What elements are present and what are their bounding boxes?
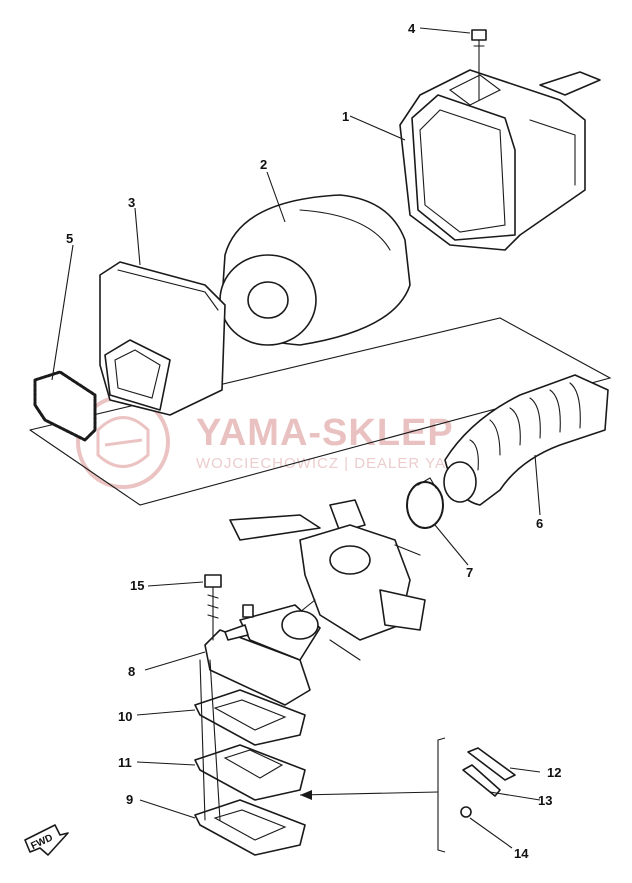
callout-13: 13: [538, 793, 552, 808]
callout-1: 1: [342, 109, 349, 124]
callout-7: 7: [466, 565, 473, 580]
callout-6: 6: [536, 516, 543, 531]
callout-14: 14: [514, 846, 529, 861]
callout-10: 10: [118, 709, 132, 724]
carburetor[interactable]: [229, 499, 426, 661]
forward-arrow: FWD: [24, 824, 69, 856]
reed-stopper[interactable]: [462, 764, 501, 797]
detail-bracket: [437, 737, 446, 853]
filter-case[interactable]: [399, 69, 601, 251]
watermark-title: YAMA-SKLEP: [196, 412, 454, 454]
assembly-plane-outline: [29, 317, 612, 506]
watermark: YAMA-SKLEP WOJCIECHOWICZ | DEALER YAMAHA: [76, 395, 493, 489]
reed-detail: [299, 737, 516, 853]
callout-2: 2: [260, 157, 267, 172]
intake-hose[interactable]: [443, 374, 609, 506]
callout-12: 12: [547, 765, 561, 780]
seal-ring[interactable]: [33, 370, 97, 442]
watermark-logo-helmet: [96, 416, 150, 468]
bolt-axis-right: [209, 659, 221, 821]
reed-plate[interactable]: [467, 747, 516, 781]
callout-8: 8: [128, 664, 135, 679]
reed-screw[interactable]: [460, 806, 472, 818]
intake-manifold[interactable]: [204, 604, 321, 706]
callout-5: 5: [66, 231, 73, 246]
manifold-bolt[interactable]: [204, 574, 222, 641]
filter-element[interactable]: [219, 194, 411, 346]
reed-spacer[interactable]: [194, 744, 306, 801]
hose-clamp[interactable]: [406, 477, 444, 529]
gasket-upper[interactable]: [194, 689, 306, 746]
filter-cap[interactable]: [99, 261, 226, 416]
callout-15: 15: [130, 578, 144, 593]
callout-3: 3: [128, 195, 135, 210]
callout-4: 4: [408, 21, 416, 36]
detail-arrow-line: [299, 791, 439, 796]
detail-arrowhead: [300, 790, 312, 800]
callout-11: 11: [118, 755, 132, 770]
bolt-axis-left: [199, 659, 206, 821]
leader-lines: [51, 27, 541, 849]
gasket-lower[interactable]: [194, 799, 306, 856]
watermark-logo-stripe: [104, 438, 143, 447]
callout-9: 9: [126, 792, 133, 807]
watermark-subtitle: WOJCIECHOWICZ | DEALER YAMAHA: [196, 455, 493, 472]
case-screw[interactable]: [471, 29, 487, 101]
